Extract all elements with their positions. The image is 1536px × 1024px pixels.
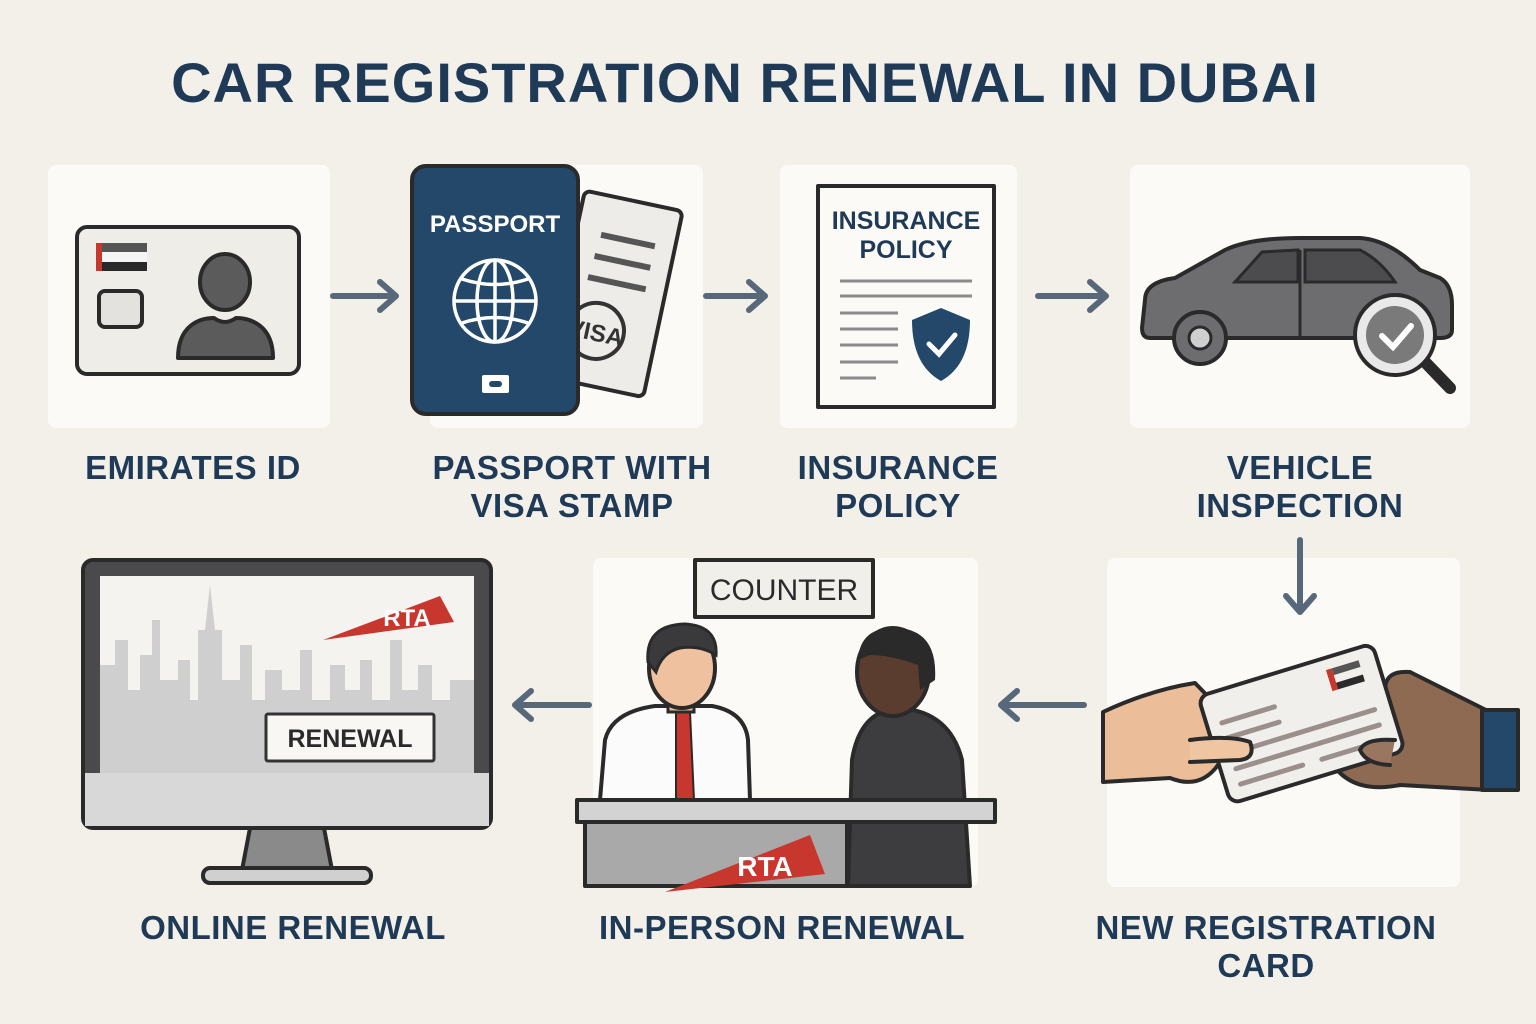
step-label-emirates-id: EMIRATES ID: [85, 449, 301, 486]
step-label-in-person: IN-PERSON RENEWAL: [599, 909, 965, 946]
arrow-right-icon: [1035, 279, 1109, 313]
step-label-new-card-line-2: CARD: [1217, 947, 1314, 984]
step-label-new-card-line-1: NEW REGISTRATION: [1095, 909, 1436, 946]
arrow-right-icon: [330, 279, 399, 313]
arrow-left-icon: [512, 688, 592, 722]
arrow-left-icon: [998, 688, 1087, 722]
renewal-button[interactable]: RENEWAL: [264, 712, 436, 763]
document-title-line-1: INSURANCE: [832, 207, 981, 235]
passport-icon: VISA PASSPORT: [410, 164, 684, 416]
step-label-passport-line-1: PASSPORT WITH: [432, 449, 711, 486]
arrow-right-icon: [703, 279, 768, 313]
shield-check-icon: [912, 308, 970, 381]
magnifier-icon: [1419, 356, 1456, 394]
counter-scene-icon: COUNTER RTA: [575, 558, 997, 892]
registration-card-handover-icon: [1101, 643, 1520, 804]
step-label-vehicle-line-2: INSPECTION: [1197, 487, 1404, 524]
document-title-line-2: POLICY: [859, 236, 952, 264]
step-label-passport-line-2: VISA STAMP: [470, 487, 673, 524]
rta-desk-logo-text: RTA: [737, 851, 792, 882]
computer-monitor-icon: RTA RENEWAL: [81, 558, 493, 885]
car-inspection-icon: [1140, 236, 1456, 394]
insurance-document-icon: INSURANCE POLICY: [816, 184, 996, 409]
renewal-button-label: RENEWAL: [288, 725, 413, 753]
emirates-id-icon: [75, 225, 301, 376]
globe-icon: [452, 258, 538, 344]
step-label-vehicle-line-1: VEHICLE: [1227, 449, 1374, 486]
passport-cover-text: PASSPORT: [430, 211, 561, 238]
arrow-down-icon: [1283, 537, 1317, 615]
step-label-insurance-line-1: INSURANCE: [798, 449, 999, 486]
rta-logo-text: RTA: [383, 605, 431, 632]
step-label-insurance-line-2: POLICY: [835, 487, 961, 524]
page-title: CAR REGISTRATION RENEWAL IN DUBAI: [171, 51, 1319, 114]
counter-sign-text: COUNTER: [710, 574, 858, 607]
step-label-online: ONLINE RENEWAL: [140, 909, 446, 946]
